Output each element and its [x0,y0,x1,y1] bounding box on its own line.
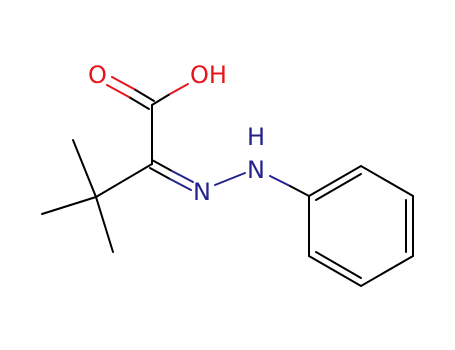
bond-quaternary-alpha [95,163,153,198]
oxygen-carbonyl-label: O [88,61,107,89]
bond-carbonyl-double [106,76,155,110]
bond-methyl-1 [72,139,97,198]
amine-hydrogen-label: H [247,123,265,151]
bond-hydroxyl [151,83,189,106]
hydroxyl-label: OH [190,61,227,89]
phenyl-ring [308,164,414,288]
bond-methyl-2 [41,196,97,215]
bond-hydrazone-double [149,159,194,191]
bond-carbonyl-red-2 [106,84,130,98]
bond-n-phenyl [269,175,310,197]
bond-methyl-3 [95,196,114,253]
hydrazone-nitrogen-label: N [193,178,211,206]
ring-double-bond-1 [315,173,362,201]
bond-n-n [214,172,246,186]
amine-nitrogen-label: N [247,156,265,184]
ring-double-bond-3 [315,251,362,279]
bond-carbonyl-red [111,76,135,90]
